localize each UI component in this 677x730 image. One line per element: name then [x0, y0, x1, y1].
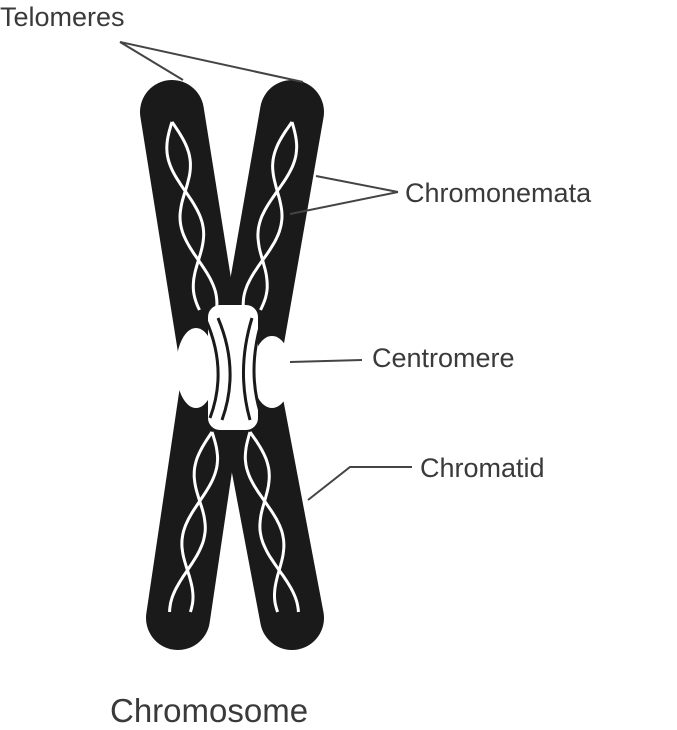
chromonema-strand	[168, 431, 214, 613]
label-centromere: Centromere	[372, 343, 515, 373]
telomere-leader-right	[119, 41, 304, 83]
caption-chromosome: Chromosome	[110, 692, 309, 729]
chromonema-strand	[241, 121, 294, 311]
label-chromonemata: Chromonemata	[405, 178, 592, 208]
chromonema-strand	[256, 121, 299, 311]
chromatid-leader	[307, 466, 412, 501]
chromonema-strand	[248, 431, 300, 613]
chromonema-strand	[243, 431, 286, 613]
chromonema-strand	[165, 121, 206, 311]
chromonemata-strands	[165, 121, 300, 613]
leader-lines	[119, 41, 412, 501]
chromonema-strand	[180, 431, 220, 613]
chromonema-strand	[170, 121, 219, 311]
chromonemata-leader-2	[289, 191, 399, 215]
telomere-leader-left	[119, 41, 184, 81]
label-telomeres: Telomeres	[0, 2, 125, 32]
centromere-region	[176, 305, 292, 430]
centromere-leader	[289, 359, 363, 363]
label-chromatid: Chromatid	[420, 453, 545, 483]
chromonemata-leader-1	[315, 175, 399, 193]
